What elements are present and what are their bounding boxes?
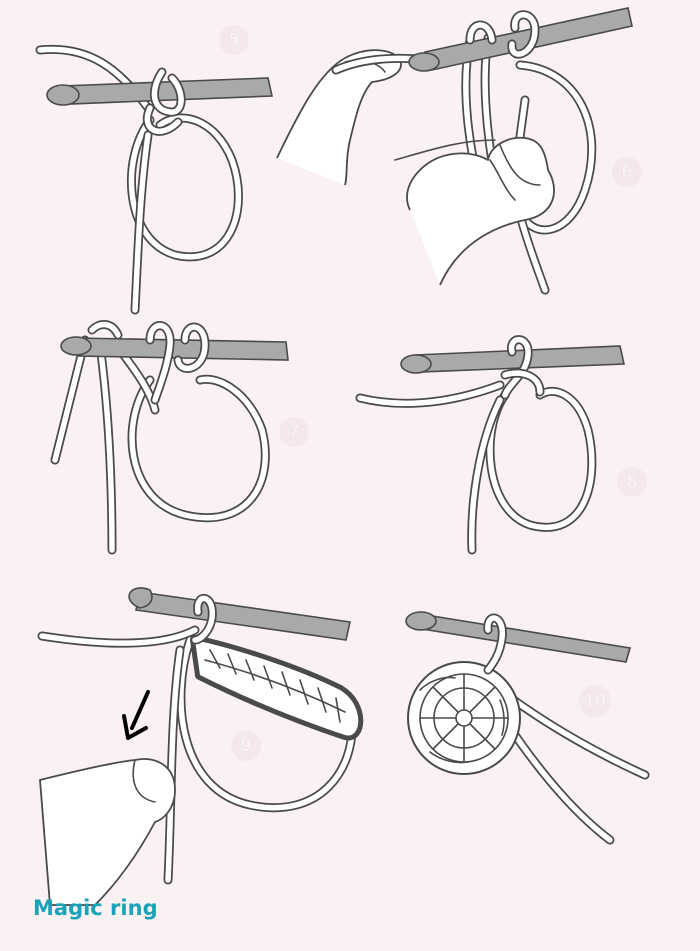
step-5-badge: 5 (219, 25, 249, 55)
step-7-badge: 7 (279, 417, 309, 447)
step-10-badge: 10 (579, 685, 611, 717)
crochet-hook-icon (46, 77, 273, 106)
step-7-number: 7 (289, 422, 300, 442)
crochet-hook-icon (408, 7, 633, 72)
step-6-badge: 6 (612, 157, 642, 187)
crochet-hook-icon (128, 587, 351, 641)
step-8-illustration: 8 (355, 335, 647, 555)
down-left-arrow-icon (122, 690, 150, 740)
step-6-illustration: 6 (276, 7, 642, 295)
crochet-hook-icon (400, 345, 625, 374)
crochet-hook-icon (60, 336, 289, 361)
step-10-number: 10 (584, 691, 606, 711)
step-9-badge: 9 (231, 731, 261, 761)
step-8-number: 8 (627, 472, 638, 492)
step-8-badge: 8 (617, 467, 647, 497)
hand-icon (394, 136, 555, 286)
step-9-number: 9 (241, 736, 252, 756)
step-5-number: 5 (229, 30, 240, 50)
step-6-number: 6 (622, 162, 633, 182)
stitch-chain (190, 635, 364, 741)
step-5-illustration: 5 (35, 25, 273, 315)
step-10-illustration: 10 (405, 611, 650, 845)
hand-icon (39, 758, 176, 906)
diagram-caption: Magic ring (33, 896, 158, 920)
crochet-hook-icon (405, 611, 632, 663)
step-9-illustration: 9 (37, 587, 364, 906)
step-7-illustration: 7 (50, 320, 309, 555)
yarn-loop-icon (407, 661, 521, 775)
